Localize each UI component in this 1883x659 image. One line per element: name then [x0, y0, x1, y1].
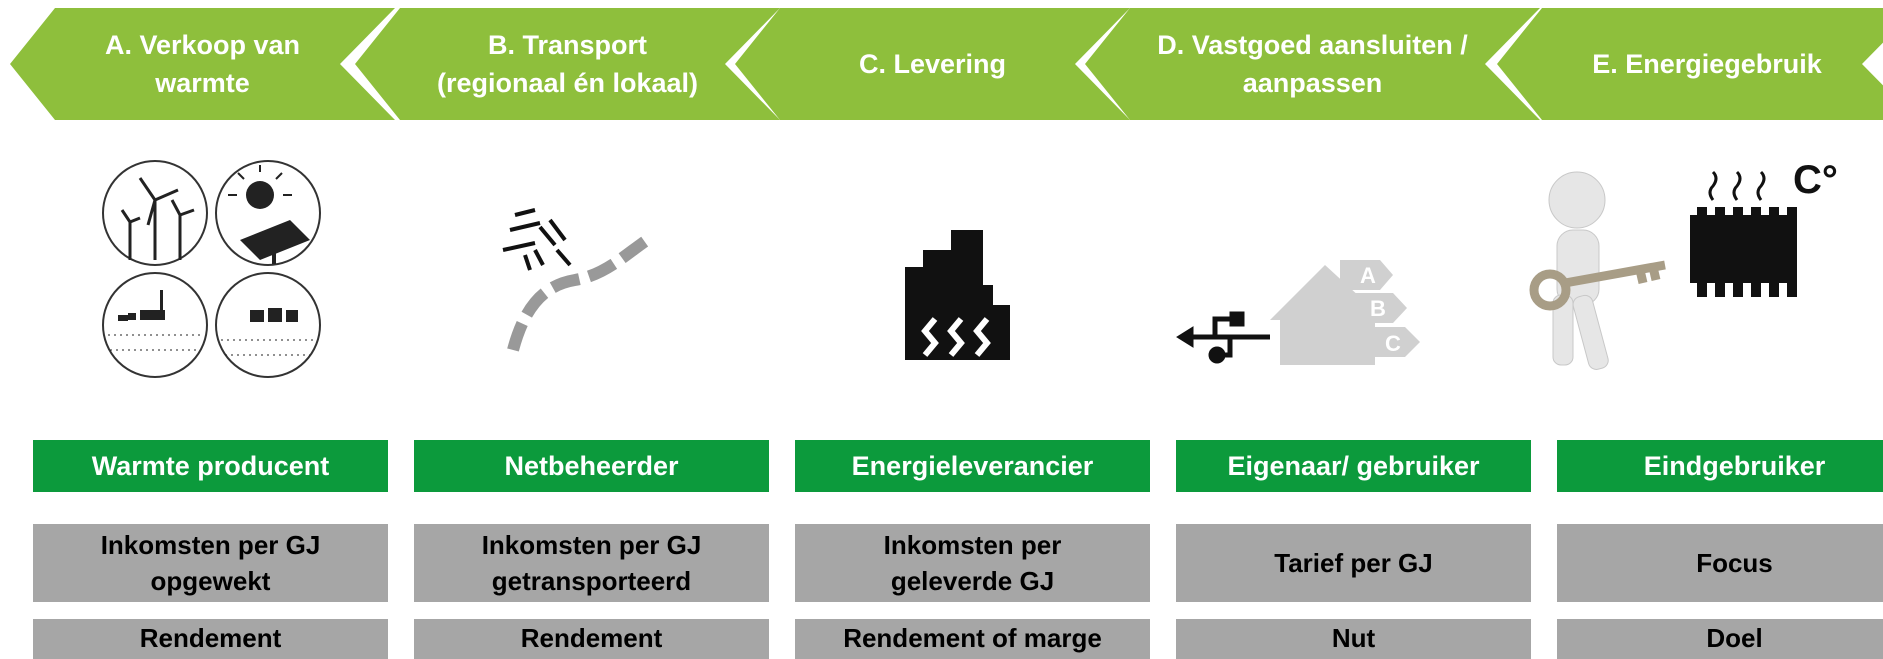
stage-a-line-1: A. Verkoop van — [104, 30, 301, 60]
metric-c-secondary: Rendement of marge — [795, 619, 1150, 659]
stage-c-line-1: C. Levering — [858, 49, 1007, 79]
stage-b-banner: B. Transport (regionaal én lokaal) — [355, 8, 780, 120]
metric-e-line-1: Focus — [1696, 548, 1773, 578]
metric-a-line-1: Inkomsten per GJ — [100, 530, 321, 560]
metric-e-primary: Focus — [1557, 524, 1883, 602]
building-connection-icon: A B C — [1176, 260, 1420, 365]
metric-e-secondary: Doel — [1557, 619, 1883, 659]
metric-c-line-1: Inkomsten per — [883, 530, 1062, 560]
role-netbeheerder: Netbeheerder — [414, 440, 769, 492]
metric-c-primary: Inkomsten per geleverde GJ — [795, 524, 1150, 602]
metric-d-line-1: Tarief per GJ — [1274, 548, 1433, 578]
stage-b-line-1: B. Transport — [487, 30, 647, 60]
metric-a-secondary: Rendement — [33, 619, 388, 659]
metric-a-line-2: opgewekt — [150, 566, 271, 596]
role-warmte-producent: Warmte producent — [33, 440, 388, 492]
metric-b-secondary: Rendement — [414, 619, 769, 659]
stage-d-line-2: aanpassen — [1242, 68, 1383, 98]
stage-e-line-1: E. Energiegebruik — [1592, 49, 1822, 79]
stage-d-line-1: D. Vastgoed aansluiten / — [1157, 30, 1468, 60]
energy-label-b: B — [1370, 296, 1386, 321]
stage-d-banner: D. Vastgoed aansluiten / aanpassen — [1085, 8, 1540, 120]
role-eindgebruiker: Eindgebruiker — [1557, 440, 1883, 492]
role-energieleverancier: Energieleverancier — [795, 440, 1150, 492]
metric-b-line-1: Inkomsten per GJ — [481, 530, 702, 560]
stage-a-line-2: warmte — [155, 68, 250, 98]
stage-c-banner: C. Levering — [735, 8, 1130, 120]
end-user-radiator-icon: C° — [1525, 155, 1838, 385]
transport-pipeline-icon — [502, 208, 651, 352]
renewable-sources-icon — [102, 160, 321, 378]
temperature-symbol: C° — [1793, 158, 1838, 202]
energy-label-a: A — [1360, 263, 1376, 288]
metric-c-line-2: geleverde GJ — [890, 566, 1055, 596]
metric-b-line-2: getransporteerd — [491, 566, 692, 596]
stage-a-banner: A. Verkoop van warmte — [10, 8, 395, 120]
factory-delivery-icon — [905, 230, 1010, 360]
metric-d-secondary: Nut — [1176, 619, 1531, 659]
metric-d-primary: Tarief per GJ — [1176, 524, 1531, 602]
stage-b-line-2: (regionaal én lokaal) — [436, 68, 699, 98]
energy-label-c: C — [1385, 331, 1401, 356]
role-eigenaar-gebruiker: Eigenaar/ gebruiker — [1176, 440, 1531, 492]
metric-a-primary: Inkomsten per GJ opgewekt — [33, 524, 388, 602]
stage-e-banner: E. Energiegebruik — [1497, 8, 1883, 120]
metric-b-primary: Inkomsten per GJ getransporteerd — [414, 524, 769, 602]
